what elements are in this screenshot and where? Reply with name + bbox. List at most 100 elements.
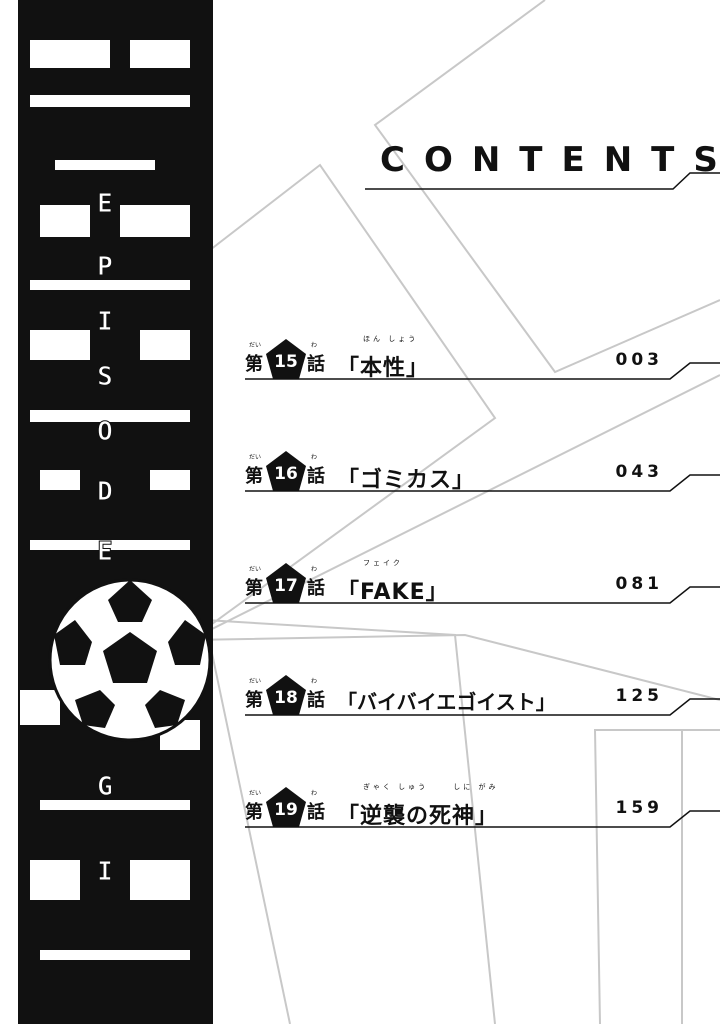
side-title-art: E P I S O D E N A G I [18, 0, 213, 1024]
furigana: だい [249, 678, 262, 685]
contents-heading: CONTENTS [380, 140, 720, 180]
episode-entry[interactable]: だい 第 18 わ 話 「バイバイエゴイスト」 125 [245, 666, 720, 726]
episode-entry[interactable]: だい 第 17 わ 話 フェイク 「FAKE」 081 [245, 554, 720, 614]
episode-title: 「バイバイエゴイスト」 [337, 690, 556, 714]
title-furigana: フェイク [363, 559, 403, 567]
page-number: 003 [615, 350, 663, 370]
episode-prefix: 第 [245, 466, 263, 487]
pentagon-icon [266, 339, 306, 379]
art-slit [130, 40, 190, 68]
decor-line [593, 729, 720, 1024]
episode-entry[interactable]: だい 第 15 わ 話 ほん しょう 「本性」 003 [245, 330, 720, 390]
episode-number: 16 [274, 464, 298, 484]
side-letter: D [97, 477, 113, 507]
furigana: わ [311, 454, 318, 461]
side-letter: I [97, 307, 113, 337]
art-slit [30, 330, 90, 360]
art-slit [150, 470, 190, 490]
side-letter: O [97, 417, 113, 447]
decor-line [189, 163, 720, 641]
pentagon-icon [266, 451, 306, 491]
episode-number: 17 [274, 576, 298, 596]
furigana: だい [249, 342, 262, 349]
art-slit [40, 205, 90, 237]
contents-underline [365, 172, 720, 190]
page-number: 159 [615, 798, 663, 818]
entry-underline [245, 474, 720, 492]
episode-suffix: 話 [307, 354, 325, 375]
art-slit [40, 470, 80, 490]
episode-prefix: 第 [245, 578, 263, 599]
page-number: 081 [615, 574, 663, 594]
page-number: 125 [615, 686, 663, 706]
art-slit [30, 860, 80, 900]
episode-suffix: 話 [307, 578, 325, 599]
furigana: わ [311, 342, 318, 349]
furigana: だい [249, 566, 262, 573]
episode-badge: だい 第 18 わ 話 [245, 674, 327, 716]
art-slit [40, 800, 190, 810]
soccer-ball-icon [48, 578, 212, 742]
entry-underline [245, 362, 720, 380]
art-slit [130, 860, 190, 900]
number-pentagon: 17 [265, 562, 307, 604]
number-pentagon: 18 [265, 674, 307, 716]
episode-number: 19 [274, 800, 298, 820]
art-slit [55, 160, 155, 170]
episode-prefix: 第 [245, 802, 263, 823]
episode-badge: だい 第 16 わ 話 [245, 450, 327, 492]
decor-line [203, 618, 496, 1024]
episode-badge: だい 第 15 わ 話 [245, 338, 327, 380]
art-slit [30, 95, 190, 107]
art-slit [30, 540, 190, 550]
number-pentagon: 19 [265, 786, 307, 828]
art-slit [30, 40, 110, 68]
episode-entry[interactable]: だい 第 16 わ 話 「ゴミカス」 043 [245, 442, 720, 502]
side-letter: G [97, 772, 113, 802]
side-letter: E [97, 189, 113, 219]
furigana: わ [311, 566, 318, 573]
episode-suffix: 話 [307, 690, 325, 711]
furigana: だい [249, 454, 262, 461]
furigana: だい [249, 790, 262, 797]
pentagon-icon [266, 787, 306, 827]
episode-title: 「ゴミカス」 [337, 468, 476, 493]
side-letter: E [97, 537, 113, 567]
entry-underline [245, 810, 720, 828]
art-slit [20, 690, 60, 725]
art-slit [40, 950, 190, 960]
title-furigana: ぎゃく しゅう しに がみ [363, 783, 499, 791]
episode-suffix: 話 [307, 466, 325, 487]
decor-line [189, 633, 720, 701]
decor-line [373, 0, 720, 374]
episode-suffix: 話 [307, 802, 325, 823]
episode-title: 「本性」 [337, 356, 430, 381]
entry-underline [245, 698, 720, 716]
art-slit [30, 410, 190, 422]
pentagon-icon [266, 563, 306, 603]
episode-number: 18 [274, 688, 298, 708]
episode-title: 「逆襲の死神」 [337, 804, 499, 829]
episode-badge: だい 第 19 わ 話 [245, 786, 327, 828]
side-letter: S [97, 362, 113, 392]
pentagon-icon [266, 675, 306, 715]
entry-underline [245, 586, 720, 604]
episode-prefix: 第 [245, 690, 263, 711]
art-slit [30, 280, 190, 290]
episode-title: 「FAKE」 [337, 580, 449, 605]
side-letter: I [97, 857, 113, 887]
episode-prefix: 第 [245, 354, 263, 375]
episode-badge: だい 第 17 わ 話 [245, 562, 327, 604]
title-furigana: ほん しょう [363, 335, 419, 343]
art-slit [120, 205, 190, 237]
furigana: わ [311, 790, 318, 797]
number-pentagon: 15 [265, 338, 307, 380]
number-pentagon: 16 [265, 450, 307, 492]
art-slit [140, 330, 190, 360]
page-number: 043 [615, 462, 663, 482]
episode-number: 15 [274, 352, 298, 372]
side-letter: P [97, 252, 113, 282]
episode-entry[interactable]: だい 第 19 わ 話 ぎゃく しゅう しに がみ 「逆襲の死神」 159 [245, 778, 720, 838]
furigana: わ [311, 678, 318, 685]
